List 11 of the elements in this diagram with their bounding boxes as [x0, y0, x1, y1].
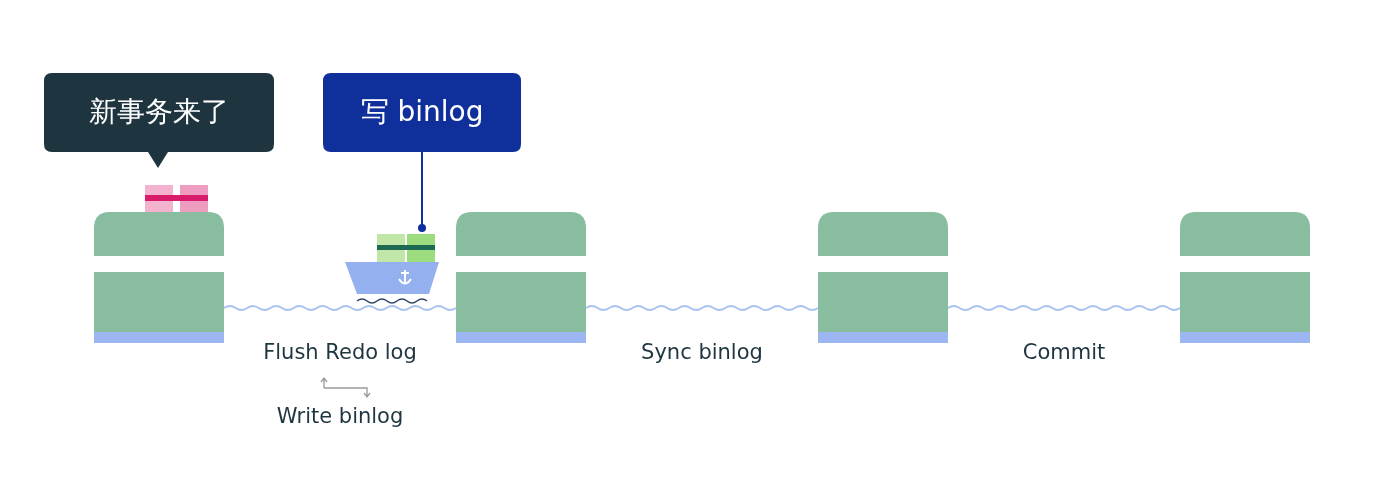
- water-line: [947, 305, 1181, 311]
- dock-drawing: [818, 212, 948, 343]
- dock-drawing: [456, 212, 586, 343]
- ship-drawing: [345, 232, 439, 304]
- speech-bubble: 写 binlog: [323, 73, 521, 152]
- dock-drawing: [94, 212, 224, 343]
- water-line: [585, 305, 819, 311]
- water-line: [223, 305, 457, 311]
- leader-line: [418, 151, 426, 232]
- dock-drawing: [1180, 212, 1310, 343]
- speech-bubble: 新事务来了: [44, 73, 274, 168]
